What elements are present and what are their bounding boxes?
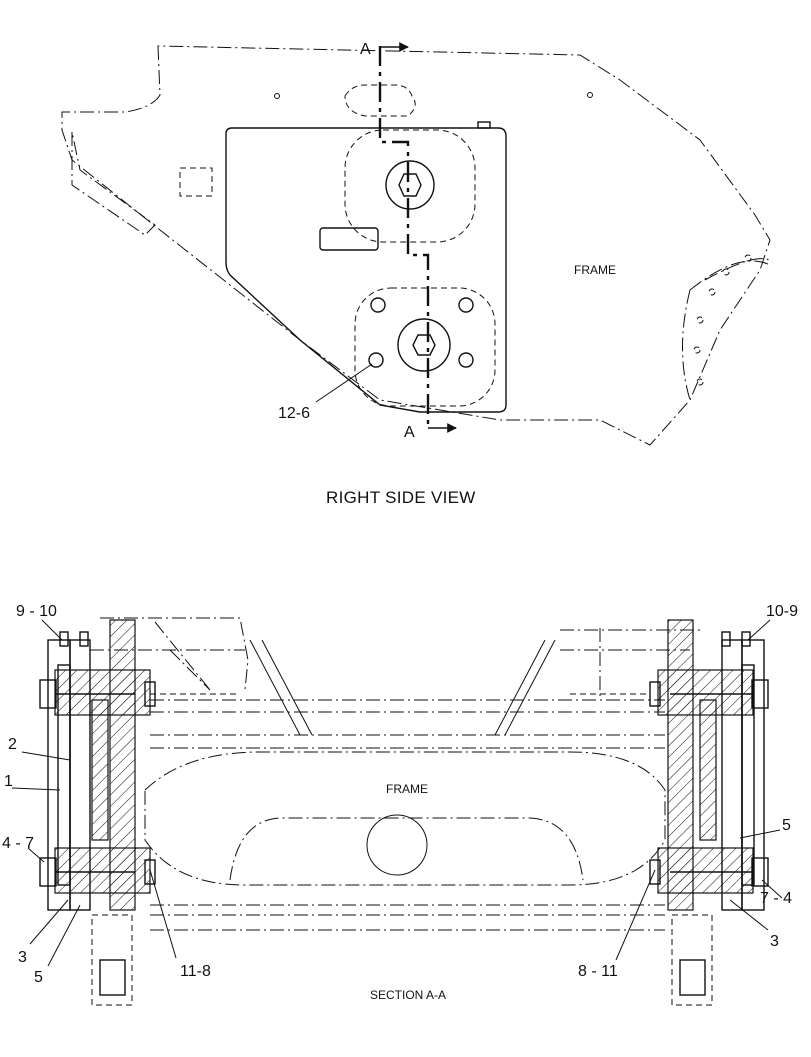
right-side-view-caption: RIGHT SIDE VIEW — [326, 488, 476, 507]
frame-rail-upper — [150, 699, 665, 749]
section-frame-label: FRAME — [386, 782, 428, 796]
section-marker-top: A — [360, 41, 371, 58]
lower-bracket — [354, 287, 496, 407]
callout-3-right: 3 — [770, 933, 779, 950]
frame-outline — [61, 45, 771, 446]
callout-3-left: 3 — [18, 949, 27, 966]
lower-pin — [397, 318, 451, 372]
callout-7-4: 7 - 4 — [760, 890, 792, 907]
callout-5-right: 5 — [782, 817, 791, 834]
callout-12-6: 12-6 — [278, 405, 310, 422]
frame-right-holes — [693, 254, 752, 386]
section-cut-line — [378, 46, 430, 430]
callout-8-11: 8 - 11 — [578, 963, 618, 980]
top-slot — [344, 84, 416, 117]
frame-rail-lower — [150, 904, 665, 931]
callout-9-10: 9 - 10 — [16, 603, 57, 620]
callout-11-8: 11-8 — [180, 963, 211, 980]
frame-inner-wedge — [71, 131, 156, 236]
right-mount — [570, 619, 769, 1006]
section-marker-bottom: A — [404, 424, 415, 441]
callout-4-7: 4 - 7 — [2, 835, 34, 852]
label-plate — [319, 227, 379, 251]
callout-5-left: 5 — [34, 969, 43, 986]
left-mount — [39, 619, 240, 1006]
section-view: FRAME — [2, 603, 798, 1006]
right-side-view: A A FRAME 12-6 RIGHT SIDE VIEW — [61, 41, 773, 507]
top-frame-label: FRAME — [574, 263, 616, 277]
mounting-plate — [225, 127, 507, 413]
upper-pin — [385, 160, 435, 210]
callout-10-9: 10-9 — [766, 603, 798, 620]
section-view-caption: SECTION A-A — [370, 988, 446, 1002]
callout-1: 1 — [4, 773, 13, 790]
upper-bracket — [344, 129, 476, 243]
frame-center-bore — [366, 814, 428, 876]
central-frame-body — [144, 751, 666, 886]
frame-right-arc — [682, 258, 773, 401]
callout-2: 2 — [8, 736, 17, 753]
section-frame-top — [90, 617, 700, 700]
